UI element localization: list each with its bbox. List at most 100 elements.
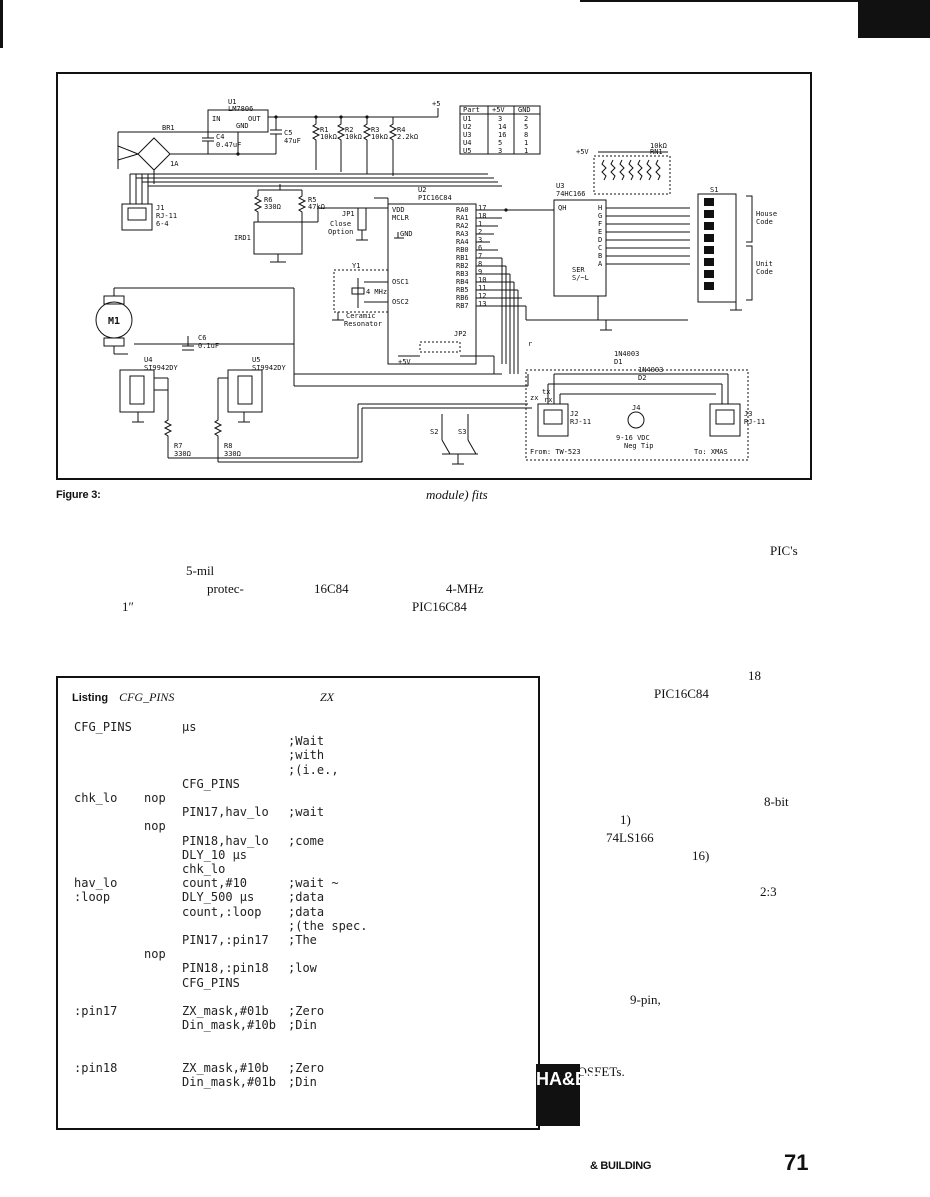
code-token: chk_lo	[74, 791, 118, 805]
listing-title: Listing CFG_PINS ZX	[72, 690, 334, 705]
text-fragment: PIC16C84	[412, 599, 467, 614]
u2-port-pin: RA0	[456, 206, 469, 214]
s3-label: S3	[458, 428, 466, 436]
code-token: ;low	[288, 961, 317, 976]
code-token: ;wait	[288, 805, 325, 820]
jp1-label: JP1	[342, 210, 355, 218]
code-token: chk_lo	[182, 862, 226, 876]
u3-input-pin: H	[598, 204, 602, 212]
u1-gnd: GND	[236, 122, 249, 130]
listing-routine-name: CFG_PINS	[119, 690, 175, 704]
unit-code-label2: Code	[756, 268, 773, 276]
d1-part: 1N4003	[614, 350, 639, 358]
ceramic-label: Ceramic	[346, 312, 376, 320]
code-token: nop	[144, 819, 166, 834]
j1-type: RJ-11	[156, 212, 177, 220]
text-fragment: 1)	[620, 812, 631, 827]
c4-label: C4	[216, 133, 224, 141]
code-token: PIN18,:pin18	[182, 961, 269, 976]
u2-pin-number: 7	[478, 252, 482, 260]
u2-pin-number: 10	[478, 276, 486, 284]
code-token: nop	[144, 947, 166, 962]
code-token: Din_mask,#10b	[182, 1018, 276, 1033]
r4-label: R4	[397, 126, 405, 134]
code-token: :pin18	[74, 1060, 118, 1075]
u5-label: U5	[252, 356, 260, 364]
m1-label: M1	[108, 316, 120, 327]
u2-port-pin: RB0	[456, 246, 469, 254]
br1-rating: 1A	[170, 160, 179, 168]
mclr-pin: MCLR	[392, 214, 410, 222]
r1-value: 10kΩ	[320, 133, 337, 141]
text-fragment: 4-MHz	[446, 581, 484, 596]
d2-part: 1N4003	[638, 366, 663, 374]
jp2-label: JP2	[454, 330, 467, 338]
table-cell: 5	[524, 123, 528, 131]
rn1-label: RN1	[650, 148, 663, 156]
u3-input-pin: A	[598, 260, 603, 268]
r2-label: R2	[345, 126, 353, 134]
j3-label: J3	[744, 410, 752, 418]
table-cell: 3	[498, 147, 502, 155]
table-cell: 1	[524, 139, 528, 147]
br1-label: BR1	[162, 124, 175, 132]
schematic-svg: U1 LM7806 IN GND OUT +5 BR1 1A C4 0.47uF…	[95, 98, 777, 465]
from-tw523: From: TW-523	[530, 448, 581, 456]
s2-label: S2	[430, 428, 438, 436]
qh-pin: QH	[558, 204, 566, 212]
text-fragment: 2:3	[760, 884, 777, 899]
u2-pin-number: 12	[478, 292, 486, 300]
code-token: ;(i.e.,	[288, 762, 339, 777]
table-cell: U2	[463, 123, 471, 131]
r-small-label: r	[528, 340, 532, 348]
plus5-top: +5	[432, 100, 440, 108]
code-token: DLY_10 µs	[182, 847, 248, 862]
r7-value: 330Ω	[174, 450, 191, 458]
table-cell: 1	[524, 147, 528, 155]
table-cell: 3	[498, 115, 502, 123]
c5-value: 47uF	[284, 137, 301, 145]
text-fragment: 16)	[692, 848, 710, 863]
table-cell: 8	[524, 131, 528, 139]
table-cell: U5	[463, 147, 471, 155]
u1-label: U1	[228, 98, 236, 106]
r3-label: R3	[371, 126, 379, 134]
text-fragment: PIC16C84	[654, 686, 709, 701]
table-cell: 5	[498, 139, 502, 147]
text-fragment: 74LS166	[606, 830, 654, 845]
table-cell: 2	[524, 115, 528, 123]
u3-input-pin: G	[598, 212, 602, 220]
code-token: count,#10	[182, 876, 248, 891]
code-token: CFG_PINS	[182, 975, 240, 990]
code-token: ;come	[288, 833, 325, 848]
code-token: PIN18,hav_lo	[182, 833, 269, 848]
code-token: ZX_mask,#01b	[182, 1004, 269, 1018]
u1-part: LM7806	[228, 105, 253, 113]
y1-label: Y1	[352, 262, 360, 270]
magazine-logo: HA&BC	[536, 1064, 601, 1126]
c6-label: C6	[198, 334, 206, 342]
j2-label: J2	[570, 410, 578, 418]
text-fragment: 9-pin,	[630, 992, 661, 1007]
osc1-pin: OSC1	[392, 278, 409, 286]
u1-in: IN	[212, 115, 220, 123]
corner-tab	[858, 0, 930, 38]
code-token: :pin17	[74, 1004, 118, 1018]
u2-port-pin: RB5	[456, 286, 469, 294]
plus5v-rn: +5V	[576, 148, 589, 156]
text-fragment: 16C84	[314, 581, 349, 596]
j1-label: J1	[156, 204, 164, 212]
table-header-cell: Part	[463, 106, 480, 114]
table-cell: 16	[498, 131, 506, 139]
u1-out: OUT	[248, 115, 261, 123]
j3-type: RJ-11	[744, 418, 765, 426]
text-fragment: 5-mil	[186, 563, 215, 578]
figure-label: Figure 3:	[56, 489, 101, 501]
code-token: ;The	[288, 933, 317, 947]
ser-pin: SER	[572, 266, 585, 274]
r1-label: R1	[320, 126, 328, 134]
r6-value: 330Ω	[264, 203, 281, 211]
text-fragment: 1″	[122, 599, 134, 614]
r8-label: R8	[224, 442, 232, 450]
